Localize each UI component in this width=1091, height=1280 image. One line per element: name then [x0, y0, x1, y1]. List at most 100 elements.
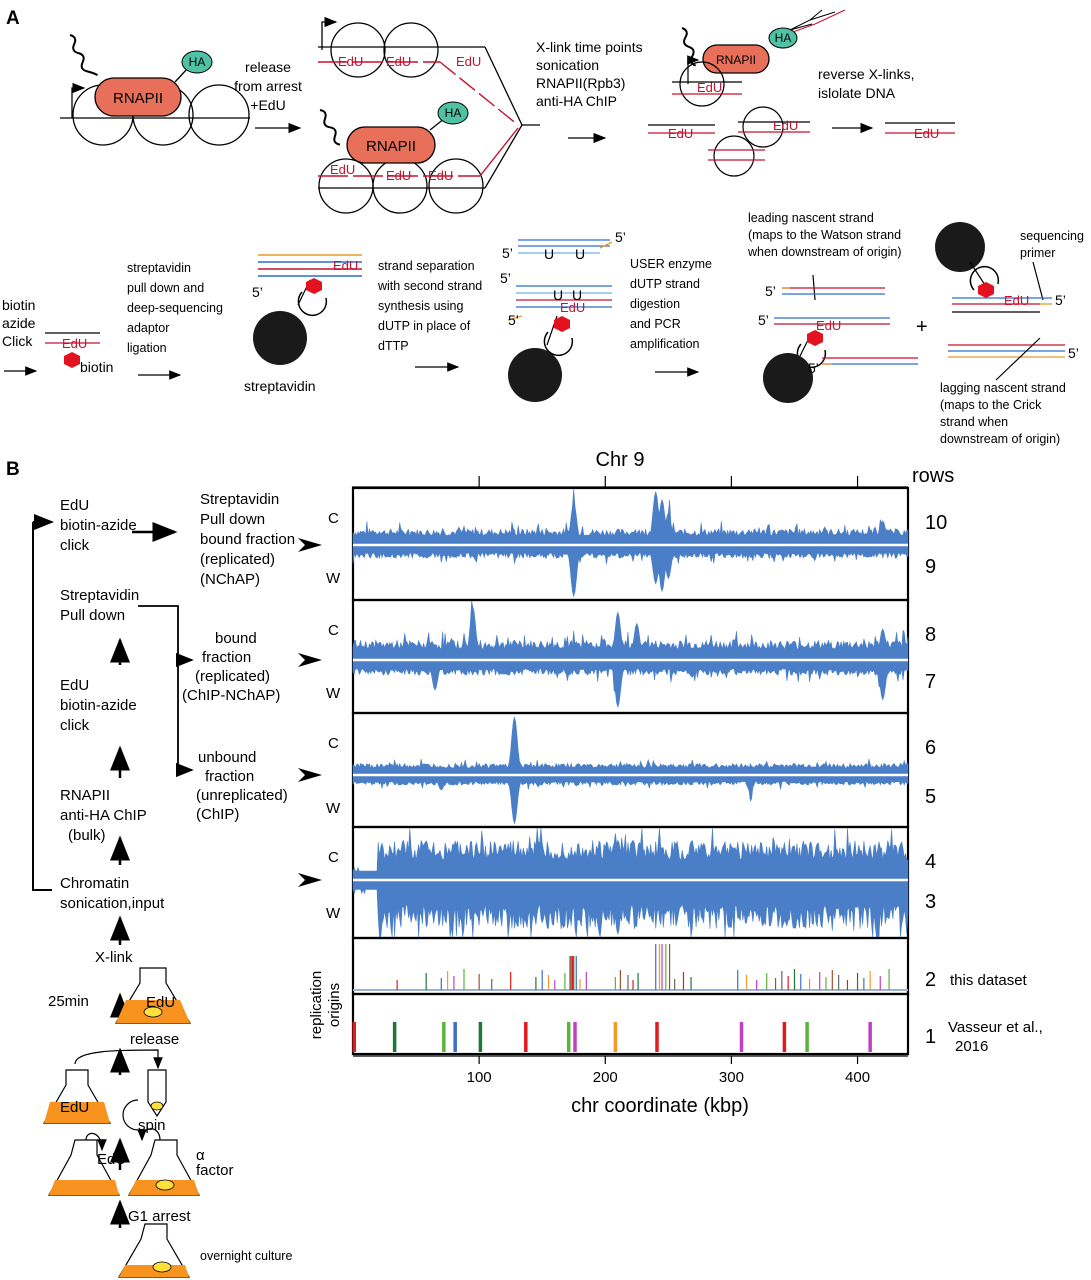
svg-text:U: U — [544, 246, 554, 262]
svg-text:EdU: EdU — [338, 54, 363, 69]
row-number: 1 — [925, 1026, 936, 1048]
svg-text:leading nascent strand(maps to: leading nascent strand(maps to the Watso… — [747, 211, 902, 259]
svg-text:EdU: EdU — [330, 162, 355, 177]
panel-a-label: A — [6, 8, 20, 29]
row-number: 3 — [925, 891, 936, 913]
svg-text:5’: 5’ — [1055, 292, 1066, 308]
row-number: 4 — [925, 851, 936, 873]
crick-track-area — [352, 716, 909, 776]
svg-text:overnight culture: overnight culture — [200, 1249, 292, 1263]
rnapii-nucleosome-complex: RNAPII HA — [60, 34, 250, 146]
svg-text:EdU: EdU — [773, 118, 798, 133]
row-number: 5 — [925, 786, 936, 808]
svg-text:RNAPII: RNAPII — [716, 53, 756, 67]
svg-text:5’: 5’ — [1068, 345, 1079, 361]
strand-label-c: C — [328, 622, 339, 639]
svg-text:HA: HA — [775, 31, 792, 45]
strand-label-c: C — [328, 735, 339, 752]
svg-text:EdU: EdU — [560, 300, 585, 315]
svg-text:EdU: EdU — [668, 126, 693, 141]
row-number: 2 — [925, 969, 936, 991]
leading-strand-products: leading nascent strand(maps to the Watso… — [747, 211, 928, 403]
svg-text:25min: 25min — [48, 993, 89, 1010]
panel-b-label: B — [6, 459, 20, 480]
svg-text:α: α — [196, 1147, 205, 1164]
svg-text:5’: 5’ — [502, 245, 513, 261]
origins-box-this-dataset — [351, 936, 910, 996]
svg-text:Vasseur et al.,2016: Vasseur et al.,2016 — [948, 1019, 1043, 1055]
svg-text:EdU: EdU — [1004, 293, 1029, 308]
chart-title: Chr 9 — [596, 449, 645, 471]
yeast-culture-flasks: EdU release EdU spin EdU α factor G1 arr… — [42, 967, 292, 1278]
svg-text:5’: 5’ — [615, 229, 626, 245]
row-number: 10 — [925, 512, 947, 534]
svg-text:release: release — [130, 1031, 179, 1048]
svg-text:streptavidin: streptavidin — [244, 378, 316, 394]
strand-label-w: W — [326, 800, 341, 817]
x-tick-label: 100 — [467, 1069, 492, 1086]
svg-text:lagging nascent strand(maps to: lagging nascent strand(maps to the Crick… — [940, 381, 1066, 446]
x-axis-label: chr coordinate (kbp) — [571, 1095, 749, 1117]
svg-text:spin: spin — [138, 1117, 166, 1134]
row-number: 7 — [925, 671, 936, 693]
svg-text:EdU: EdU — [62, 336, 87, 351]
ha-tag-label: HA — [189, 55, 206, 69]
strand-label-w: W — [326, 685, 341, 702]
svg-text:reverse X-links,islolate DNA: reverse X-links,islolate DNA — [818, 66, 914, 101]
svg-text:EdU: EdU — [386, 168, 411, 183]
row-number: 6 — [925, 737, 936, 759]
watson-track-area — [352, 774, 909, 825]
svg-text:X-link: X-link — [95, 949, 133, 966]
crick-track-area — [352, 827, 909, 881]
svg-text:EdU: EdU — [697, 80, 722, 95]
svg-text:EdU: EdU — [386, 54, 411, 69]
crick-track-area — [352, 488, 909, 546]
svg-text:G1 arrest: G1 arrest — [128, 1208, 191, 1225]
svg-text:5’: 5’ — [252, 284, 263, 300]
svg-text:U: U — [572, 287, 582, 303]
svg-text:HA: HA — [445, 106, 462, 120]
x-tick-label: 300 — [719, 1069, 744, 1086]
rnapii-blob — [94, 77, 182, 117]
svg-text:5’: 5’ — [500, 270, 511, 286]
crick-track-area — [352, 600, 909, 661]
svg-text:biotin: biotin — [80, 359, 113, 375]
svg-text:factor: factor — [196, 1162, 234, 1179]
watson-track-area — [352, 879, 909, 938]
watson-track-area — [352, 659, 909, 709]
x-tick-label: 200 — [593, 1069, 618, 1086]
streptavidin-bead-complex: EdU 5’ streptavidin — [244, 254, 362, 394]
svg-text:RNAPII: RNAPII — [366, 138, 416, 155]
svg-text:EdU: EdU — [97, 1151, 126, 1168]
row-number: 9 — [925, 556, 936, 578]
row2-label: this dataset — [950, 972, 1028, 989]
streptavidin-bead — [253, 311, 307, 365]
svg-text:+: + — [916, 316, 928, 338]
strand-label-w: W — [326, 905, 341, 922]
rows-header: rows — [912, 465, 954, 487]
strand-label-c: C — [328, 510, 339, 527]
x-tick-label: 400 — [845, 1069, 870, 1086]
svg-text:5’: 5’ — [765, 283, 776, 299]
svg-text:EdU: EdU — [816, 318, 841, 333]
svg-text:EdU: EdU — [428, 168, 453, 183]
strand-label-c: C — [328, 849, 339, 866]
